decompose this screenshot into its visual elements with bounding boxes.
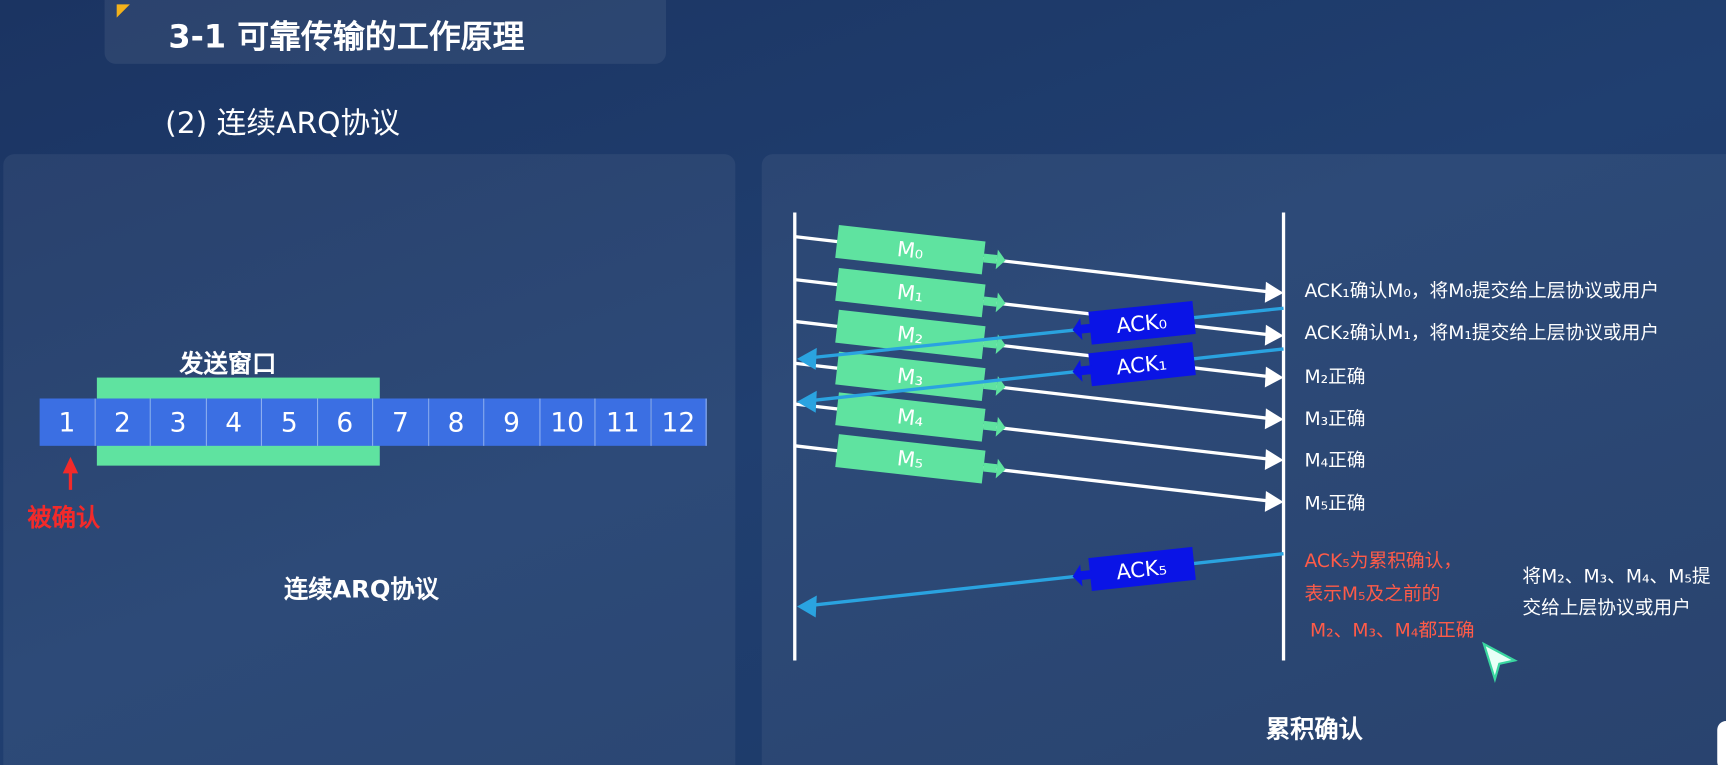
sequence-cell: 2 (95, 398, 151, 446)
ack-arrow (810, 306, 1284, 360)
message-packet: M₄ (835, 392, 1006, 442)
receiver-note: ACK₅为累积确认， (1304, 550, 1463, 573)
message-label: M₂ (896, 322, 925, 349)
message-packet: M₁ (835, 267, 1006, 318)
receiver-note: M₅正确 (1304, 493, 1366, 516)
arrowhead-icon (1264, 324, 1284, 346)
left-caption: 连续ARQ协议 (284, 576, 439, 605)
arrowhead-icon (1264, 281, 1284, 303)
slide-subtitle: (2) 连续ARQ协议 (165, 106, 400, 141)
right-caption: 累积确认 (1265, 716, 1363, 745)
receiver-note: M₄正确 (1304, 450, 1366, 473)
sequence-cell: 5 (261, 398, 318, 446)
arrowhead-icon (1264, 366, 1284, 388)
sequence-cell: 1 (39, 398, 96, 446)
receiver-note: ACK₂确认M₁，将M₁提交给上层协议或用户 (1304, 322, 1660, 345)
sequence-cell: 6 (317, 398, 374, 446)
scroll-edge (1717, 721, 1726, 765)
arrowhead-icon (796, 347, 817, 370)
message-label: M₅ (896, 446, 925, 473)
message-label: M₁ (896, 280, 925, 307)
message-label: M₄ (896, 404, 925, 431)
receiver-note: M₂正确 (1304, 366, 1366, 389)
message-label: M₀ (896, 237, 925, 264)
message-packet: M₅ (835, 434, 1006, 484)
message-packet: M₃ (835, 351, 1006, 401)
sequence-cell: 10 (539, 398, 596, 446)
sequence-cell: 12 (651, 398, 707, 446)
arrowhead-icon (1264, 449, 1284, 471)
receiver-note: M₃正确 (1304, 408, 1366, 431)
message-label: M₃ (896, 364, 925, 391)
arrowhead-icon (796, 595, 817, 618)
message-packet: M₀ (835, 225, 1006, 275)
sequence-cell: 9 (484, 398, 540, 446)
acked-label: 被确认 (27, 505, 101, 533)
sequence-cell: 4 (206, 398, 262, 446)
ack-packet: ACK₀ (1072, 301, 1196, 345)
arrowhead-icon (1264, 490, 1284, 512)
sequence-cell: 3 (150, 398, 207, 446)
ack-label: ACK₅ (1115, 555, 1168, 584)
ack-packet: ACK₁ (1072, 342, 1196, 387)
sequence-cell: 11 (595, 398, 652, 446)
corner-mark-icon (116, 4, 130, 18)
ack-packet: ACK₅ (1072, 546, 1196, 591)
receiver-note: M₂、M₃、M₄都正确 (1309, 619, 1475, 642)
slide-title: 3-1 可靠传输的工作原理 (168, 17, 525, 56)
sequence-cell: 7 (373, 398, 429, 446)
title-panel (104, 0, 666, 64)
receiver-note: 交给上层协议或用户 (1522, 597, 1691, 620)
ack-label: ACK₀ (1115, 309, 1168, 338)
ack-arrow (810, 347, 1284, 403)
sequence-cell: 8 (428, 398, 485, 446)
receiver-note: ACK₁确认M₀，将M₀提交给上层协议或用户 (1304, 280, 1660, 303)
send-window-label: 发送窗口 (179, 351, 277, 379)
message-packet: M₂ (835, 309, 1006, 360)
ack-arrow (810, 552, 1284, 608)
arrowhead-icon (796, 390, 817, 413)
receiver-note: 表示M₅及之前的 (1304, 583, 1441, 606)
mouse-cursor-icon (1482, 641, 1518, 684)
receiver-note: 将M₂、M₃、M₄、M₅提 (1522, 565, 1711, 588)
arrowhead-icon (1264, 408, 1284, 430)
ack-label: ACK₁ (1115, 350, 1168, 379)
